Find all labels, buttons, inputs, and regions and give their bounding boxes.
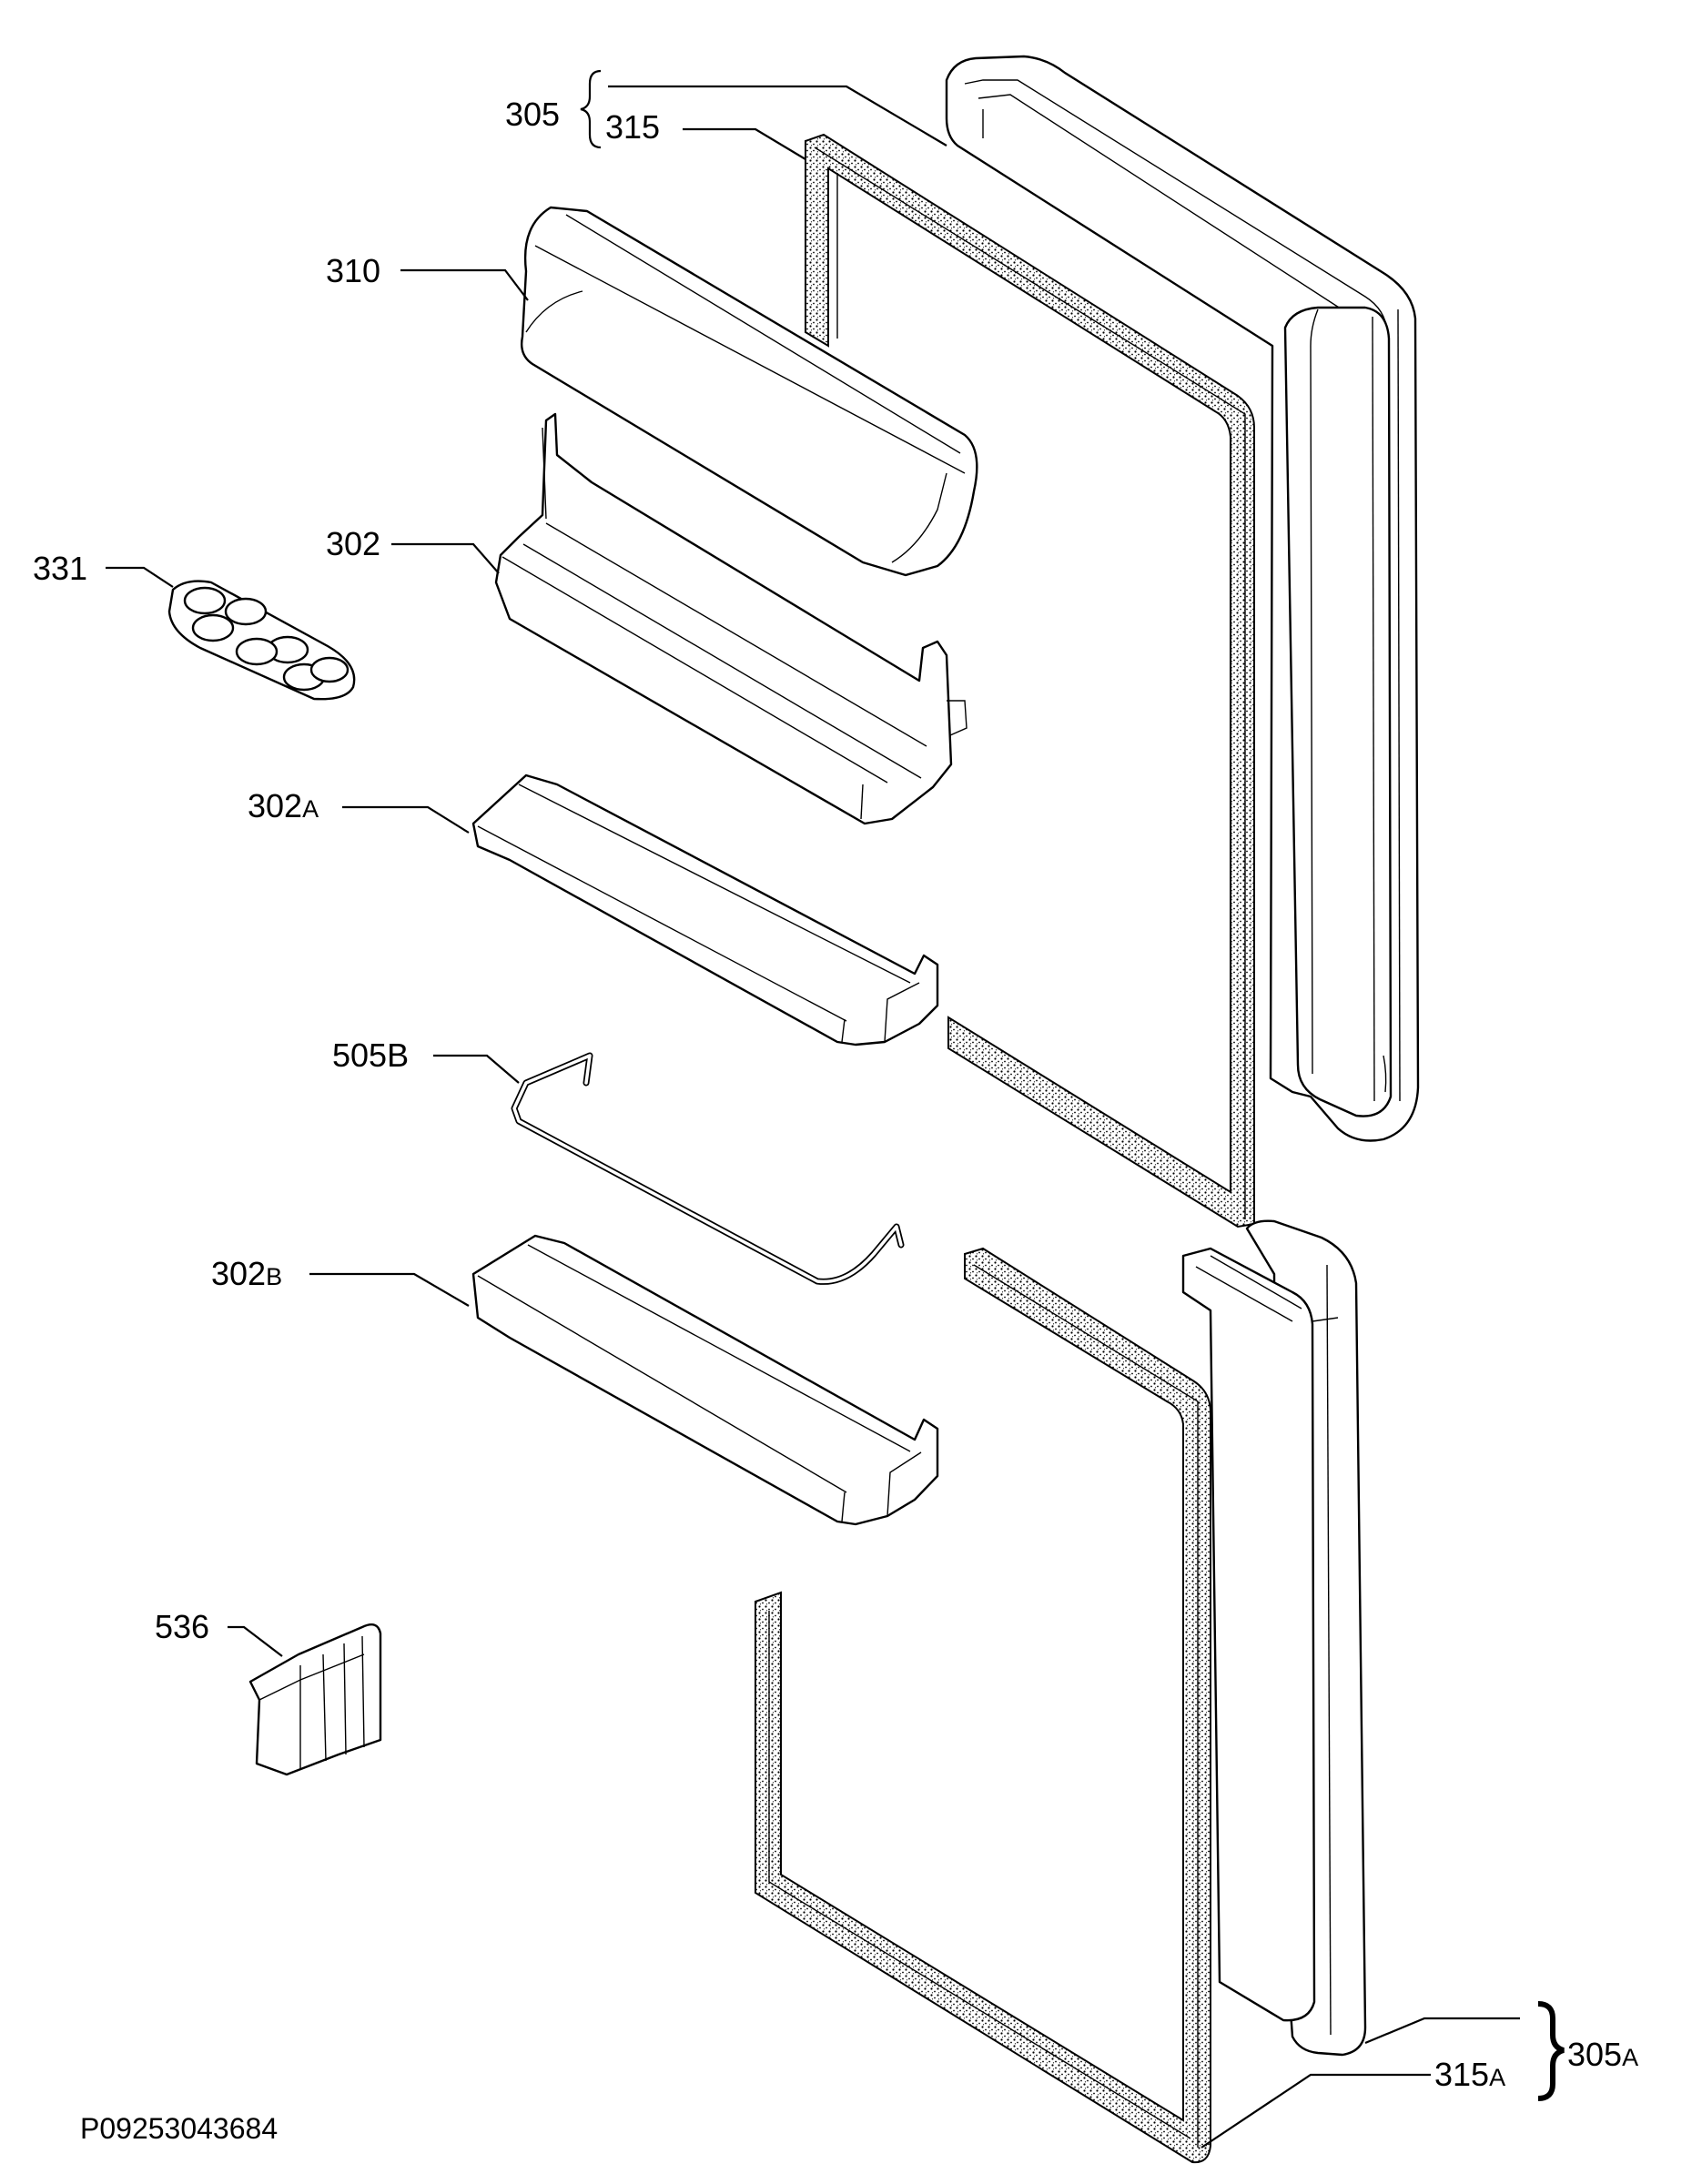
label-302B: 302B <box>211 1255 282 1292</box>
bottle-retainer-wire <box>511 1052 905 1285</box>
brace-305 <box>580 69 602 149</box>
upper-door-gasket <box>805 133 1255 1228</box>
door-shelf-302 <box>494 412 968 825</box>
label-302A: 302A <box>248 787 319 824</box>
door-shelf-302A <box>471 774 939 1046</box>
leader-lines <box>106 85 1520 2149</box>
drawing-code: P09253043684 <box>80 2112 278 2145</box>
brace-305A <box>1537 2001 1565 2101</box>
dairy-compartment-lid <box>520 206 978 577</box>
label-331: 331 <box>33 550 87 587</box>
egg-tray <box>167 580 356 701</box>
label-305: 305 <box>505 96 560 133</box>
label-302: 302 <box>326 525 380 562</box>
upper-door-panel <box>945 55 1420 1142</box>
label-305A: 305A <box>1567 2036 1638 2073</box>
door-shelf-302B <box>471 1234 939 1526</box>
label-315A: 315A <box>1434 2056 1505 2093</box>
door-clip-536 <box>248 1623 382 1776</box>
label-505B: 505B <box>332 1036 409 1074</box>
lower-door-gasket <box>755 1247 1211 2164</box>
label-536: 536 <box>155 1608 209 1645</box>
label-310: 310 <box>326 252 380 289</box>
label-315: 315 <box>605 108 660 146</box>
lower-door-panel <box>1181 1219 1367 2057</box>
